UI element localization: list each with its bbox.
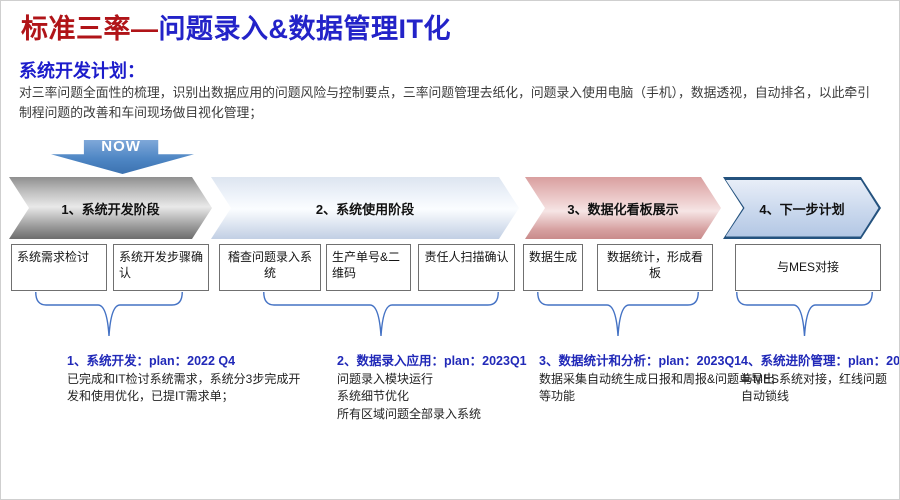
page-title-main: 标准三率— [21,14,159,44]
flow-box-dev-steps-confirm: 系统开发步骤确认 [113,244,209,291]
brace-group-2 [263,291,499,337]
brace-group-3 [537,291,699,337]
page-title: 标准三率—问题录入&数据管理IT化 [21,7,451,46]
stage-chevron-2: 2、系统使用阶段 [211,177,519,239]
stage-chevron-1: 1、系统开发阶段 [9,177,212,239]
stage-chevron-4-fill: 4、下一步计划 [726,180,879,237]
section-description: 对三率问题全面性的梳理，识别出数据应用的问题风险与控制要点，三率问题管理去纸化，… [19,85,870,120]
flow-box-owner-scan: 责任人扫描确认 [418,244,515,291]
plan-4-heading: 4、系统进阶管理：plan：2023Q1 [741,354,900,368]
stage-chevron-4: 4、下一步计划 [723,177,881,239]
plan-1-heading: 1、系统开发：plan：2022 Q4 [67,354,236,368]
plan-2-heading: 2、数据录入应用：plan：2023Q1 [337,354,527,368]
flow-box-order-qrcode: 生产单号&二维码 [326,244,411,291]
brace-group-1 [35,291,183,337]
plan-block-2: 2、数据录入应用：plan：2023Q1 问题录入模块运行 系统细节优化 所有区… [337,350,537,423]
plan-3-body: 数据采集自动统生成日报和周报&问题单导出等功能 [539,372,776,404]
plan-3-heading: 3、数据统计和分析：plan：2023Q1 [539,354,742,368]
stage-chevron-3: 3、数据化看板展示 [525,177,721,239]
plan-1-body: 已完成和IT检讨系统需求，系统分3步完成开发和使用优化，已提IT需求单； [67,372,301,404]
stage-chevron-1-label: 1、系统开发阶段 [61,201,160,217]
section-heading: 系统开发计划： [19,61,145,81]
flow-box-issue-entry: 稽查问题录入系统 [219,244,321,291]
flow-box-data-stats-board: 数据统计，形成看板 [597,244,713,291]
now-label: NOW [101,138,141,155]
brace-group-4 [736,291,873,337]
plan-block-4: 4、系统进阶管理：plan：2023Q1 与MES系统对接，红线问题自动锁线 [741,350,900,406]
flow-box-data-generate: 数据生成 [523,244,583,291]
page-title-sub: 问题录入&数据管理IT化 [158,14,451,44]
plan-block-1: 1、系统开发：plan：2022 Q4 已完成和IT检讨系统需求，系统分3步完成… [67,350,304,406]
now-pointer-arrow: NOW [51,140,194,174]
flow-box-mes-connect: 与MES对接 [735,244,881,291]
plan-4-body: 与MES系统对接，红线问题自动锁线 [741,372,888,404]
plan-2-body: 问题录入模块运行 系统细节优化 所有区域问题全部录入系统 [337,372,482,421]
plan-block-3: 3、数据统计和分析：plan：2023Q1 数据采集自动统生成日报和周报&问题单… [539,350,776,406]
flow-box-requirement-review: 系统需求检讨 [11,244,107,291]
stage-chevron-4-label: 4、下一步计划 [759,201,845,217]
stage-chevron-2-label: 2、系统使用阶段 [315,201,415,217]
stage-chevron-3-label: 3、数据化看板展示 [567,201,679,217]
flow-box-mes-connect-label: 与MES对接 [776,260,839,275]
